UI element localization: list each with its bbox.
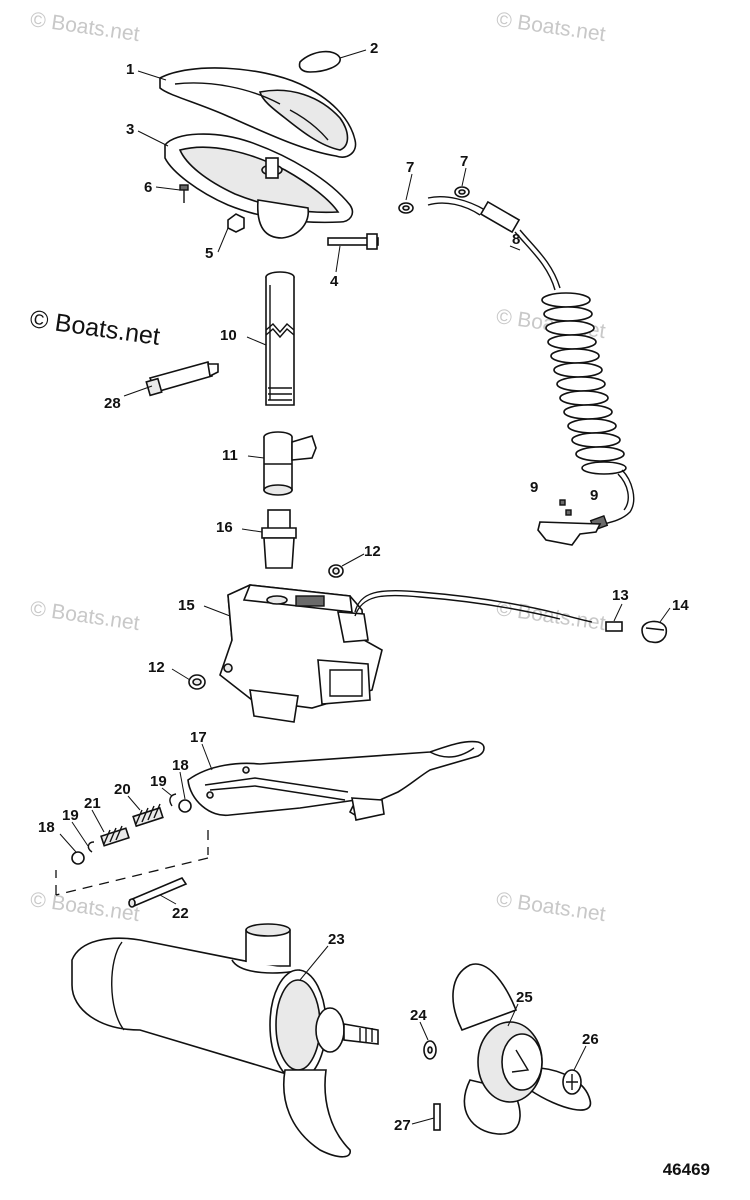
part-end-cap[interactable] [641,620,668,644]
callout-19a: 19 [150,773,167,790]
callout-22: 22 [172,905,189,922]
callout-9a: 9 [530,479,538,496]
part-shaft-tube[interactable] [265,271,295,406]
part-base-housing[interactable] [164,133,354,239]
part-bolt-4[interactable] [327,233,379,250]
part-prop-nut[interactable] [562,1069,582,1095]
part-clip-19a[interactable] [169,793,177,807]
callout-18b: 18 [38,819,55,836]
callout-5: 5 [205,245,213,262]
callout-16: 16 [216,519,233,536]
part-grease-tube[interactable] [145,361,219,397]
callout-3: 3 [126,121,134,138]
diagram-id: 46469 [662,1160,710,1179]
part-spring-20[interactable] [132,803,164,828]
callout-14: 14 [672,597,689,614]
part-pivot-pin[interactable] [128,877,188,908]
part-bushing[interactable] [261,509,297,569]
callout-8: 8 [512,231,520,248]
pin-dashed-outline [55,830,209,896]
callout-11: 11 [222,447,238,464]
part-screw-6[interactable] [179,184,189,203]
callout-17: 17 [190,729,207,746]
callout-26: 26 [582,1031,599,1048]
callout-1: 1 [126,61,134,78]
callout-24: 24 [410,1007,427,1024]
part-clip-19b[interactable] [87,841,95,853]
leader-lines [59,49,671,1125]
callout-21: 21 [84,795,101,812]
callout-2: 2 [370,40,378,57]
part-coiled-cord[interactable] [427,196,635,531]
part-spring-21[interactable] [100,825,130,847]
part-cap-7b[interactable] [454,186,470,198]
callout-13: 13 [612,587,629,604]
callout-6: 6 [144,179,152,196]
callout-12a: 12 [364,543,381,560]
part-top-cover[interactable] [159,67,357,158]
part-decal[interactable] [298,50,341,73]
part-washer-24[interactable] [423,1040,437,1060]
part-bracket-arm[interactable] [187,740,485,821]
part-bracket-9[interactable] [537,499,602,546]
callout-23: 23 [328,931,345,948]
callout-20: 20 [114,781,131,798]
callout-19b: 19 [62,807,79,824]
callout-7b: 7 [460,153,468,170]
part-nut-5[interactable] [227,213,245,233]
part-control-housing[interactable] [219,584,593,723]
callout-9b: 9 [590,487,598,504]
part-motor-housing[interactable] [71,923,379,1158]
part-propeller[interactable] [452,963,592,1135]
part-connector[interactable] [605,621,623,632]
part-grommet-12a[interactable] [328,564,344,578]
part-washer-18a[interactable] [178,799,192,813]
part-drive-pin[interactable] [433,1103,441,1131]
callout-15: 15 [178,597,195,614]
part-grommet-12b[interactable] [188,674,206,690]
callout-4: 4 [330,273,339,290]
callout-18a: 18 [172,757,189,774]
callout-7a: 7 [406,159,414,176]
callout-labels: 1 2 3 6 5 4 7 7 8 10 28 11 9 9 16 12 15 … [38,40,689,1134]
part-collar[interactable] [263,431,317,496]
part-washer-18b[interactable] [71,851,85,865]
part-cap-7a[interactable] [398,202,414,214]
callout-28: 28 [104,395,121,412]
callout-27: 27 [394,1117,411,1134]
callout-12b: 12 [148,659,165,676]
callout-25: 25 [516,989,533,1006]
callout-10: 10 [220,327,237,344]
